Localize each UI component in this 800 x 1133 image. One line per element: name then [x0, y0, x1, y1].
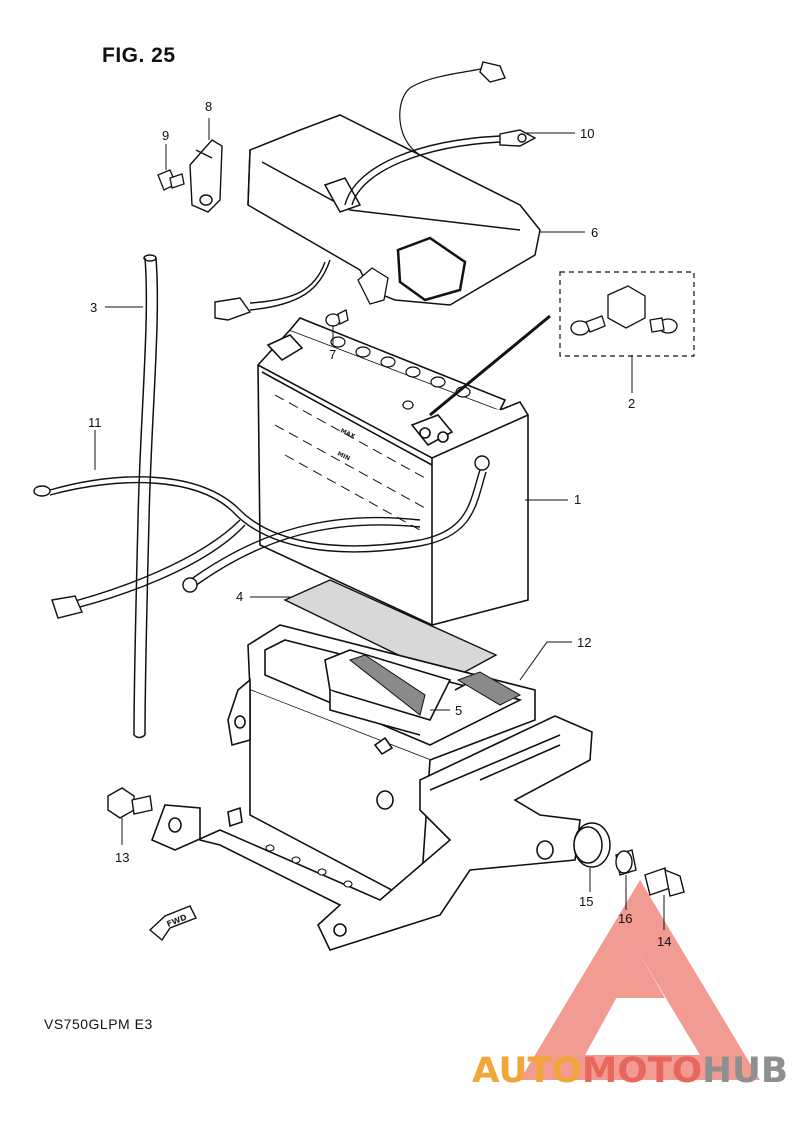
watermark-auto: AUTO	[472, 1051, 582, 1091]
cover-clip	[357, 267, 389, 305]
clamp	[189, 139, 223, 213]
screw-7	[325, 309, 349, 327]
battery	[257, 317, 529, 626]
cushion-15	[573, 822, 611, 868]
callout-11: 11	[88, 415, 102, 430]
callout-7: 7	[329, 347, 336, 362]
battery-holder-cushion	[348, 654, 522, 716]
bolt-14	[644, 867, 685, 897]
svg-text:AUTOMOTOHUB: AUTOMOTOHUB	[472, 1051, 788, 1091]
battery-cushion	[283, 579, 498, 681]
callout-3: 3	[90, 300, 97, 315]
forward-direction-arrow: FWD	[148, 905, 197, 942]
callout-10: 10	[580, 126, 594, 141]
bolt-13	[107, 787, 153, 819]
callout-6: 6	[591, 225, 598, 240]
watermark-wordmark: AUTOMOTOHUB	[472, 1051, 788, 1091]
leader-lines	[94, 118, 665, 930]
callout-9: 9	[162, 128, 169, 143]
callout-8: 8	[205, 99, 212, 114]
breather-hose	[133, 254, 159, 739]
frame-bracket	[150, 715, 593, 951]
callout-numbers: 1 2 3 4 5 6 7 8 9 10 11 12 13 14 15 16	[88, 99, 671, 949]
callout-2: 2	[628, 396, 635, 411]
callout-16: 16	[618, 911, 632, 926]
callout-14: 14	[657, 934, 671, 949]
figure-title: FIG. 25	[102, 44, 176, 67]
callout-15: 15	[579, 894, 593, 909]
battery-min-mark: MIN	[336, 450, 351, 462]
callout-5: 5	[455, 703, 462, 718]
watermark-moto: MOTO	[582, 1051, 702, 1091]
positive-lead-wire	[33, 455, 490, 619]
model-code: VS750GLPM E3	[44, 1016, 153, 1032]
battery-cover	[247, 114, 541, 306]
callout-12: 12	[577, 635, 591, 650]
callout-1: 1	[574, 492, 581, 507]
negative-lead-wire	[214, 61, 537, 321]
watermark-logo-mark	[520, 880, 760, 1080]
callout-13: 13	[115, 850, 129, 865]
watermark-hub: HUB	[702, 1051, 788, 1091]
callout-4: 4	[236, 589, 243, 604]
spacer-16	[615, 849, 637, 876]
screw-9	[157, 169, 185, 191]
terminal-bolt-set	[429, 271, 695, 417]
